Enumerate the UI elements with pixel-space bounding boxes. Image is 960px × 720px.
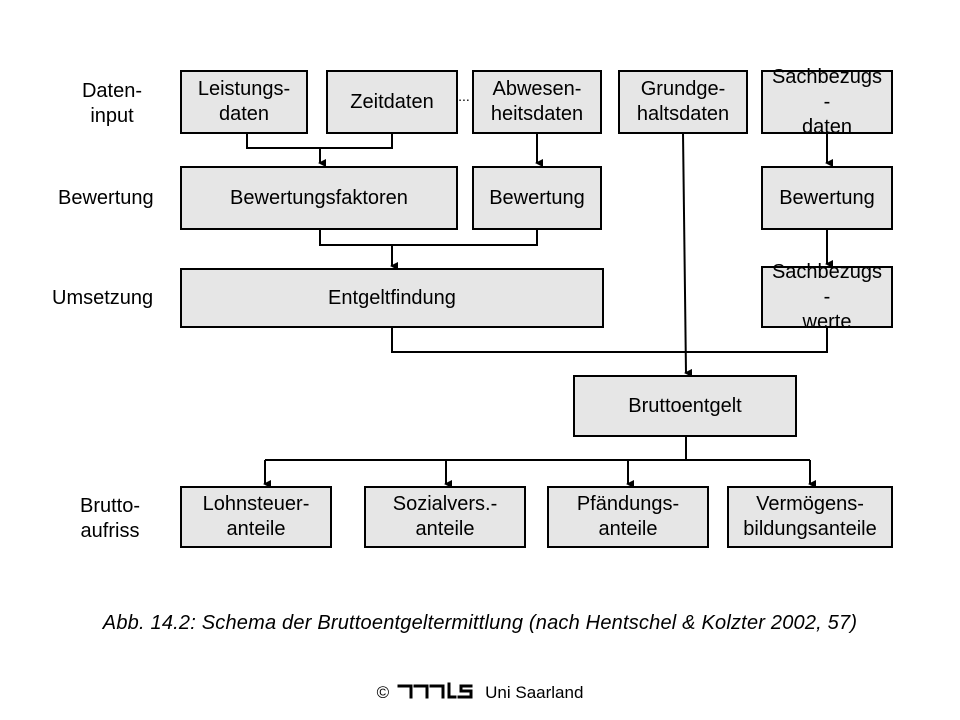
institute-logo-icon bbox=[397, 680, 477, 705]
box-entgeltfindung: Entgeltfindung bbox=[180, 268, 604, 328]
copyright-symbol: © bbox=[376, 682, 390, 702]
box-sachbezugswerte: Sachbezugs - werte bbox=[761, 261, 893, 333]
box-vermoegensbildungsanteile: Vermögens- bildungsanteile bbox=[727, 486, 893, 548]
arrow-grundgehalt-bruttoentgelt bbox=[682, 132, 693, 377]
ellipsis-marker: ... bbox=[458, 88, 470, 104]
box-sozialversanteile: Sozialvers.- anteile bbox=[364, 486, 526, 548]
box-leistungsdaten: Leistungs- daten bbox=[180, 70, 308, 134]
box-pfaendungsanteile: Pfändungs- anteile bbox=[547, 486, 709, 548]
row-label-daten-input: Daten- input bbox=[81, 80, 143, 127]
box-bewertung-sachbezug: Bewertung bbox=[761, 166, 893, 230]
box-bruttoentgelt: Bruttoentgelt bbox=[573, 375, 797, 437]
row-label-brutto-aufriss: Brutto- aufriss bbox=[79, 495, 141, 542]
connector-bewertungen bbox=[319, 229, 538, 246]
footer: © Uni Saarland bbox=[0, 680, 960, 705]
figure-caption: Abb. 14.2: Schema der Bruttoentgeltermit… bbox=[102, 612, 858, 634]
box-abwesenheitsdaten: Abwesen- heitsdaten bbox=[472, 70, 602, 134]
box-bewertung-abwesenheit: Bewertung bbox=[472, 166, 602, 230]
footer-institution: Uni Saarland bbox=[485, 682, 584, 702]
box-sachbezugsdaten: Sachbezugs - daten bbox=[761, 66, 893, 138]
connector-entgelt-sachbezug bbox=[391, 328, 828, 353]
box-zeitdaten: Zeitdaten bbox=[326, 70, 458, 134]
box-grundgehaltsdaten: Grundge- haltsdaten bbox=[618, 70, 748, 134]
row-label-umsetzung: Umsetzung bbox=[52, 287, 154, 309]
box-lohnsteueranteile: Lohnsteuer- anteile bbox=[180, 486, 332, 548]
row-label-bewertung: Bewertung bbox=[58, 187, 154, 209]
connector-leistung-zeit bbox=[246, 133, 393, 149]
box-bewertungsfaktoren: Bewertungsfaktoren bbox=[180, 166, 458, 230]
